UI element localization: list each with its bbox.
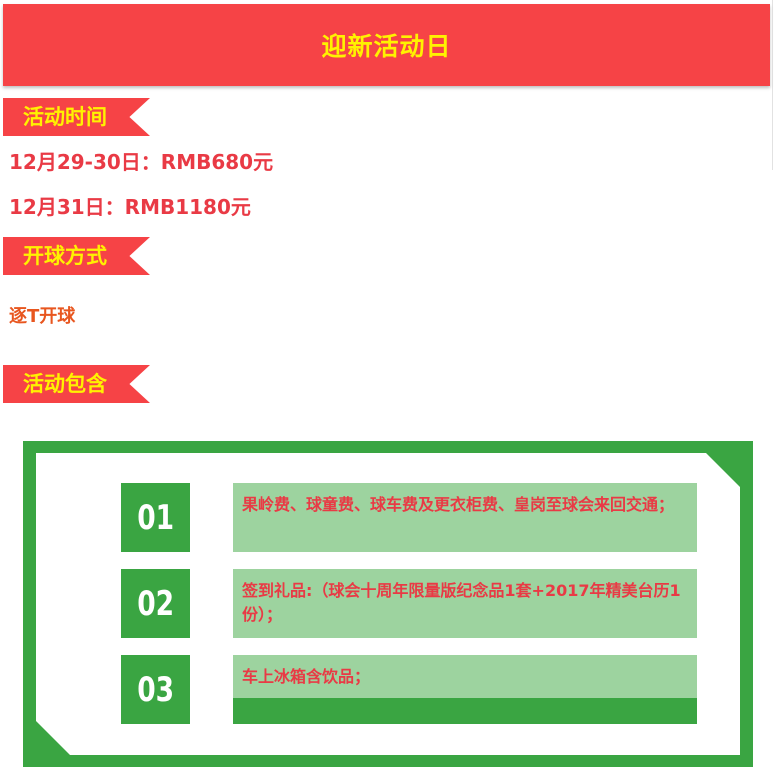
item-number-1: 01 bbox=[137, 497, 174, 538]
price-line-1: 12月29-30日：RMB680元 bbox=[9, 150, 274, 174]
include-item-text-1: 果岭费、球童费、球车费及更衣柜费、皇岗至球会来回交通； bbox=[242, 495, 675, 514]
section-ribbon-time: 活动时间 bbox=[3, 98, 150, 136]
item-number-box-3: 03 bbox=[121, 655, 190, 724]
item-number-box-2: 02 bbox=[121, 569, 190, 638]
item-number-3: 03 bbox=[137, 669, 174, 710]
include-item-3: 车上冰箱含饮品； bbox=[233, 655, 697, 698]
section-label-tee: 开球方式 bbox=[23, 244, 107, 268]
include-item-2: 签到礼品:（球会十周年限量版纪念品1套+2017年精美台历1份）； bbox=[233, 569, 697, 638]
page-title: 迎新活动日 bbox=[321, 32, 452, 61]
section-label-time: 活动时间 bbox=[23, 105, 107, 129]
section-ribbon-tee: 开球方式 bbox=[3, 237, 150, 275]
scrollbar-edge bbox=[772, 0, 773, 170]
include-item-text-3: 车上冰箱含饮品； bbox=[242, 667, 371, 686]
price-line-2: 12月31日：RMB1180元 bbox=[9, 195, 251, 219]
item-number-box-1: 01 bbox=[121, 483, 190, 552]
section-ribbon-includes: 活动包含 bbox=[3, 365, 150, 403]
tee-method: 逐T开球 bbox=[9, 306, 76, 327]
item-number-2: 02 bbox=[137, 583, 174, 624]
include-item-3-footer bbox=[233, 698, 697, 724]
section-label-includes: 活动包含 bbox=[23, 372, 107, 396]
title-bar: 迎新活动日 bbox=[3, 4, 770, 86]
include-item-1: 果岭费、球童费、球车费及更衣柜费、皇岗至球会来回交通； bbox=[233, 483, 697, 552]
include-item-text-2: 签到礼品:（球会十周年限量版纪念品1套+2017年精美台历1份）； bbox=[242, 581, 681, 624]
